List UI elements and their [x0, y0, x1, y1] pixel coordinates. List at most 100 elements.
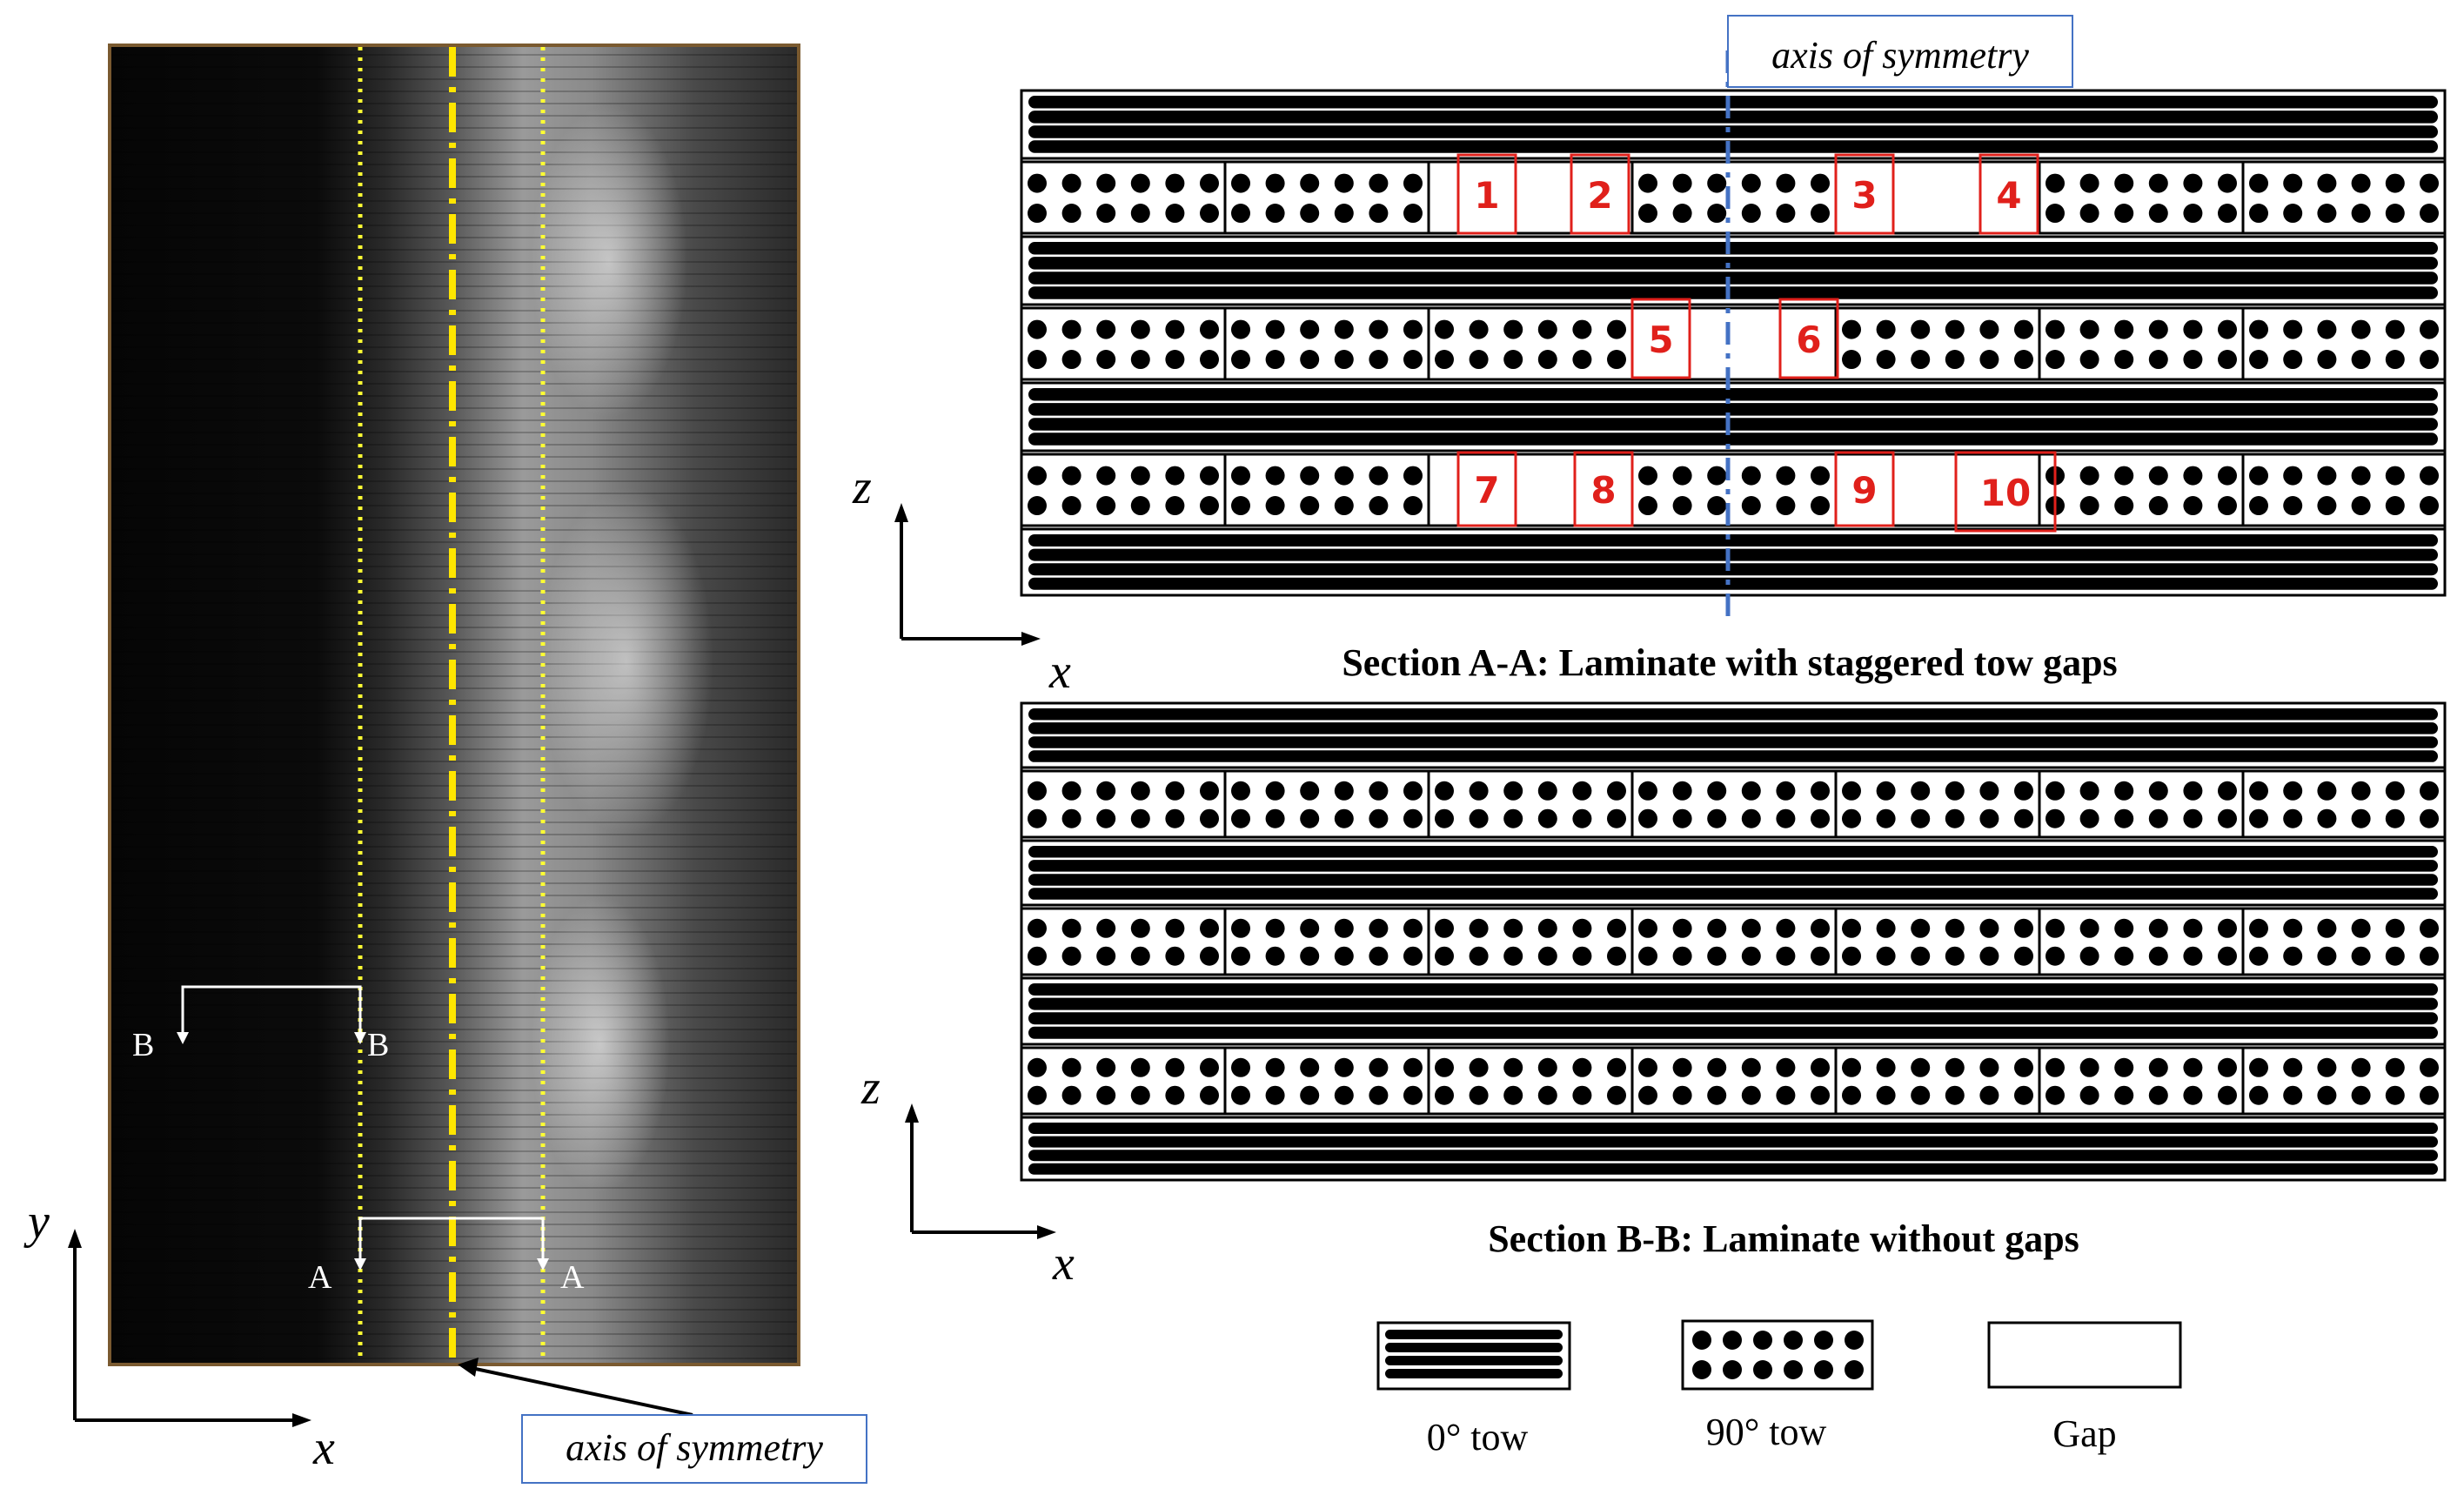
aa-layer-3-fiber-bar [1028, 257, 2438, 270]
aa-layer-3-fiber-bar [1028, 242, 2438, 255]
aa-layer-2-fiber-dot [2148, 173, 2168, 193]
aa-layer-4-fiber-dot [2218, 319, 2237, 339]
bb-layer-2-fiber-dot [2385, 781, 2405, 801]
bb-layer-4-fiber-dot [1811, 946, 1830, 966]
bb-layer-2-fiber-dot [1061, 808, 1081, 828]
aa-layer-6-fiber-dot [1638, 466, 1657, 486]
bb-layer-4-fiber-dot [1776, 918, 1796, 938]
bb-layer-4-tow-cell [2241, 907, 2447, 976]
bb-layer-4-fiber-dot [1707, 946, 1727, 966]
bb-layer-2-fiber-dot [1231, 781, 1250, 801]
legend-90-tow-box [1681, 1319, 1874, 1391]
bb-layer-6-fiber-dot [2351, 1085, 2371, 1105]
bb-layer-2-fiber-dot [2183, 808, 2203, 828]
aa-layer-6-fiber-dot [2218, 496, 2237, 516]
bb-layer-4-fiber-dot [1300, 918, 1320, 938]
bb-layer-4-fiber-dot [1607, 918, 1626, 938]
bb-layer-4-fiber-dot [2183, 918, 2203, 938]
aa-layer-6-fiber-dot [1672, 466, 1692, 486]
aa-layer-6-fiber-dot [1672, 496, 1692, 516]
aa-layer-4-fiber-dot [1231, 350, 1250, 370]
aa-layer-4-fiber-dot [1572, 319, 1592, 339]
section-aa-axes: z x [852, 460, 1071, 699]
aa-layer-2-fiber-dot [1130, 173, 1150, 193]
bb-layer-6-fiber-dot [1503, 1085, 1523, 1105]
bb-layer-2-fiber-dot [2014, 781, 2033, 801]
bb-layer-1-fiber-bar [1028, 708, 2438, 721]
aa-layer-4-fiber-dot [2385, 350, 2405, 370]
bb-layer-6-fiber-dot [1061, 1057, 1081, 1077]
bb-layer-2-fiber-dot [1741, 808, 1761, 828]
bb-layer-4-fiber-dot [1165, 918, 1185, 938]
aa-layer-6-fiber-dot [2317, 466, 2337, 486]
aa-layer-6-gap-cell [1834, 453, 2041, 527]
aa-layer-6-tow-cell [1630, 453, 1838, 527]
bb-layer-6-fiber-dot [1911, 1057, 1931, 1077]
bb-layer-6-fiber-dot [2385, 1085, 2405, 1105]
bb-layer-4-fiber-dot [1403, 946, 1423, 966]
section-aa-symmetry-box [1727, 15, 2073, 88]
aa-layer-4-fiber-dot [1130, 319, 1150, 339]
bb-layer-2-fiber-dot [1672, 808, 1692, 828]
legend-90-tow-dot [1845, 1360, 1864, 1379]
bb-layer-4-fiber-dot [2114, 946, 2134, 966]
aa-layer-4-fiber-dot [2183, 350, 2203, 370]
aa-layer-2-fiber-dot [2046, 204, 2065, 224]
bb-layer-4-fiber-dot [2351, 918, 2371, 938]
aa-layer-2-fiber-dot [2183, 204, 2203, 224]
photo-symmetry-callout: axis of symmetry [458, 1358, 867, 1484]
aa-layer-6-fiber-dot [2420, 466, 2439, 486]
bb-layer-2-fiber-dot [2351, 781, 2371, 801]
aa-layer-4-fiber-dot [1096, 319, 1116, 339]
aa-layer-6-fiber-dot [1334, 496, 1354, 516]
bb-layer-6-fiber-dot [2249, 1085, 2268, 1105]
aa-layer-6-fiber-dot [2249, 496, 2268, 516]
aa-layer-4-tow-cell [2241, 306, 2447, 381]
bb-layer-6-tow-cell [2241, 1046, 2447, 1116]
bb-layer-4-fiber-dot [1537, 946, 1557, 966]
bb-layer-6-fiber-dot [1537, 1057, 1557, 1077]
bb-layer-2-fiber-dot [1435, 781, 1454, 801]
photo-axis-y-arrow [68, 1229, 82, 1248]
bb-layer-6-fiber-dot [1200, 1057, 1219, 1077]
bb-layer-6-fiber-dot [1096, 1057, 1116, 1077]
aa-layer-2-fiber-dot [2283, 173, 2303, 193]
bb-layer-6-fiber-dot [1672, 1085, 1692, 1105]
bb-layer-6-fiber-dot [2079, 1085, 2099, 1105]
bb-layer-7-fiber-bar [1028, 1136, 2438, 1148]
aa-layer-6-fiber-dot [2283, 466, 2303, 486]
bb-layer-6-fiber-dot [1607, 1085, 1626, 1105]
legend-gap-label: Gap [2052, 1412, 2116, 1455]
aa-layer-2-tow-cell [1223, 160, 1430, 235]
bb-layer-4-tow-cell [2038, 907, 2245, 976]
aa-layer-6-tow-cell [1020, 453, 1227, 527]
aa-layer-6-fiber-dot [2218, 466, 2237, 486]
bb-layer-2-fiber-dot [1911, 808, 1931, 828]
bb-layer-6-fiber-dot [2114, 1085, 2134, 1105]
bb-layer-6-fiber-dot [1741, 1057, 1761, 1077]
aa-layer-4-fiber-dot [1200, 350, 1219, 370]
aa-layer-2-fiber-dot [2114, 173, 2134, 193]
bb-layer-6-tow-cell [1834, 1046, 2041, 1116]
aa-layer-2-fiber-dot [1811, 173, 1830, 193]
bb-layer-6-fiber-dot [1028, 1085, 1047, 1105]
bb-layer-2-fiber-dot [1028, 781, 1047, 801]
bb-layer-2-fiber-dot [2046, 808, 2065, 828]
aa-layer-2-fiber-dot [2317, 173, 2337, 193]
bb-layer-2-tow-cell [1834, 769, 2041, 839]
aa-layer-4-fiber-dot [1607, 319, 1626, 339]
bb-layer-2-fiber-dot [2283, 808, 2303, 828]
bb-layer-4-fiber-dot [2283, 946, 2303, 966]
bb-layer-6-tow-cell [1427, 1046, 1634, 1116]
bb-layer-4-fiber-dot [1707, 918, 1727, 938]
section-aa-axis-z-label: z [852, 460, 872, 514]
bb-layer-2-tow-cell [1223, 769, 1430, 839]
bb-layer-2-fiber-dot [1945, 808, 1965, 828]
bb-layer-6-fiber-dot [2148, 1057, 2168, 1077]
aa-layer-4-fiber-dot [1028, 319, 1047, 339]
aa-layer-2-fiber-dot [1300, 173, 1320, 193]
aa-layer-2-fiber-dot [1776, 173, 1796, 193]
aa-layer-4-fiber-dot [1607, 350, 1626, 370]
bb-layer-4-fiber-dot [1096, 918, 1116, 938]
